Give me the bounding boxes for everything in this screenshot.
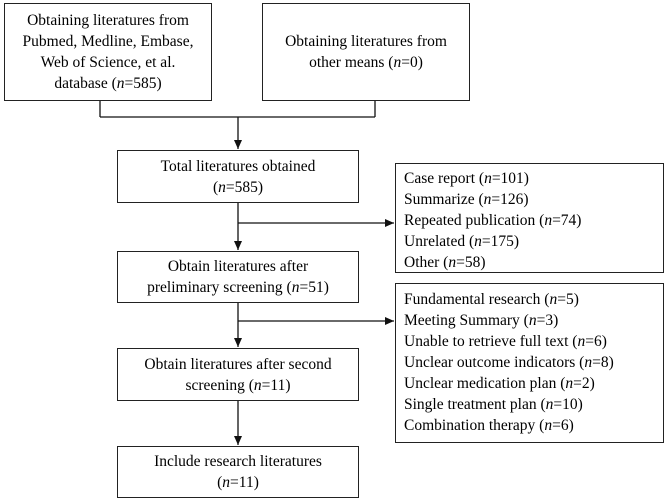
exclusion-2-label: Combination therapy ( bbox=[404, 417, 545, 434]
exclusion-2-value: =10) bbox=[553, 396, 583, 413]
exclusion-1-n: n bbox=[544, 212, 553, 229]
exclusion-2-n: n bbox=[584, 354, 593, 371]
exclusion-2-label: Unclear medication plan ( bbox=[404, 375, 566, 392]
include-line-2: (n=11) bbox=[217, 472, 259, 493]
exclusion-2-label: Meeting Summary ( bbox=[404, 312, 529, 329]
second-n-symbol: n bbox=[253, 376, 262, 394]
exclusion-2-n: n bbox=[545, 396, 554, 413]
exclusion-2-label: Single treatment plan ( bbox=[404, 396, 546, 413]
exclusion-1-n: n bbox=[484, 170, 492, 187]
preliminary-line-1: Obtain literatures after bbox=[167, 258, 309, 275]
exclusion-2-item: Unclear outcome indicators (n=8) bbox=[404, 352, 655, 373]
source-n-symbol: n bbox=[116, 75, 125, 92]
exclusion-1-n: n bbox=[483, 191, 492, 208]
exclusion-1-value: =175) bbox=[481, 233, 520, 250]
exclusion-1-item: Case report (n=101) bbox=[404, 168, 655, 189]
other-line-1: Obtaining literatures from bbox=[285, 33, 447, 50]
exclusion-2-value: =2) bbox=[573, 375, 595, 392]
second-n-value: =11) bbox=[261, 376, 291, 394]
exclusion-2-item: Fundamental research (n=5) bbox=[404, 289, 655, 310]
include-line-1: Include research literatures bbox=[154, 453, 322, 470]
exclusion-1-label: Repeated publication ( bbox=[404, 212, 545, 229]
preliminary-n-value: =51) bbox=[299, 279, 329, 296]
second-line-1: Obtain literatures after second bbox=[144, 355, 332, 373]
exclusion-1-value: =58) bbox=[456, 254, 486, 271]
exclusion-2-item: Meeting Summary (n=3) bbox=[404, 310, 655, 331]
source-line-1: Obtaining literatures from bbox=[27, 12, 189, 29]
exclusion-1-item: Repeated publication (n=74) bbox=[404, 210, 655, 231]
preliminary-prefix: preliminary screening ( bbox=[147, 279, 292, 296]
include-n-symbol: n bbox=[222, 474, 231, 491]
other-line-2: other means (n=0) bbox=[309, 52, 423, 73]
box-include-research: Include research literatures (n=11) bbox=[117, 446, 359, 498]
exclusion-2-value: =6) bbox=[585, 333, 607, 350]
exclusion-2-label: Unable to retrieve full text ( bbox=[404, 333, 578, 350]
exclusion-2-label: Unclear outcome indicators ( bbox=[404, 354, 585, 371]
box-total-literatures: Total literatures obtained (n=585) bbox=[117, 150, 359, 203]
total-n-value: =585) bbox=[225, 178, 264, 196]
exclusion-2-n: n bbox=[549, 291, 558, 308]
box-other-means: Obtaining literatures from other means (… bbox=[262, 3, 470, 101]
exclusion-1-value: =126) bbox=[491, 191, 529, 208]
exclusion-2-n: n bbox=[565, 375, 574, 392]
preliminary-line-2: preliminary screening (n=51) bbox=[147, 277, 329, 298]
exclusion-2-value: =3) bbox=[536, 312, 559, 329]
other-n-symbol: n bbox=[393, 54, 402, 71]
box-exclusion-2: Fundamental research (n=5) Meeting Summa… bbox=[395, 283, 664, 443]
exclusion-2-value: =8) bbox=[592, 354, 614, 371]
second-prefix: screening ( bbox=[185, 376, 254, 394]
other-line-2-text: other means ( bbox=[309, 54, 394, 71]
total-line-2: (n=585) bbox=[213, 177, 263, 198]
exclusion-1-label: Unrelated ( bbox=[404, 233, 475, 250]
total-n-symbol: n bbox=[218, 178, 226, 196]
exclusion-1-item: Unrelated (n=175) bbox=[404, 231, 655, 252]
exclusion-1-label: Summarize ( bbox=[404, 191, 484, 208]
source-line-4: database (n=585) bbox=[54, 73, 161, 94]
exclusion-1-n: n bbox=[448, 254, 457, 271]
source-line-4-text: database ( bbox=[54, 75, 117, 92]
box-source-database: Obtaining literatures from Pubmed, Medli… bbox=[4, 3, 212, 101]
include-prefix: ( bbox=[217, 474, 223, 491]
exclusion-1-value: =101) bbox=[491, 170, 529, 187]
source-line-3: Web of Science, et al. bbox=[40, 54, 176, 71]
source-n-value: =585) bbox=[124, 75, 162, 92]
exclusion-2-label: Fundamental research ( bbox=[404, 291, 550, 308]
box-preliminary-screening: Obtain literatures after preliminary scr… bbox=[117, 251, 359, 303]
exclusion-2-n: n bbox=[577, 333, 586, 350]
exclusion-2-item: Single treatment plan (n=10) bbox=[404, 394, 655, 415]
exclusion-1-value: =74) bbox=[552, 212, 582, 229]
box-exclusion-1: Case report (n=101) Summarize (n=126) Re… bbox=[395, 163, 664, 273]
exclusion-1-n: n bbox=[474, 233, 482, 250]
exclusion-1-label: Other ( bbox=[404, 254, 449, 271]
exclusion-2-item: Unable to retrieve full text (n=6) bbox=[404, 331, 655, 352]
exclusion-1-item: Summarize (n=126) bbox=[404, 189, 655, 210]
exclusion-1-label: Case report ( bbox=[404, 170, 485, 187]
exclusion-1-item: Other (n=58) bbox=[404, 252, 655, 273]
exclusion-2-item: Combination therapy (n=6) bbox=[404, 415, 655, 436]
preliminary-n-symbol: n bbox=[291, 279, 300, 296]
source-line-2: Pubmed, Medline, Embase, bbox=[22, 33, 194, 50]
exclusion-2-value: =6) bbox=[552, 417, 574, 434]
include-n-value: =11) bbox=[230, 474, 259, 491]
second-line-2: screening (n=11) bbox=[185, 375, 290, 396]
exclusion-2-n: n bbox=[544, 417, 553, 434]
exclusion-2-item: Unclear medication plan (n=2) bbox=[404, 373, 655, 394]
other-n-value: =0) bbox=[401, 54, 423, 71]
exclusion-2-n: n bbox=[528, 312, 537, 329]
total-line-1: Total literatures obtained bbox=[160, 157, 316, 175]
total-prefix: ( bbox=[212, 178, 219, 196]
exclusion-2-value: =5) bbox=[557, 291, 579, 308]
box-second-screening: Obtain literatures after second screenin… bbox=[117, 348, 359, 401]
